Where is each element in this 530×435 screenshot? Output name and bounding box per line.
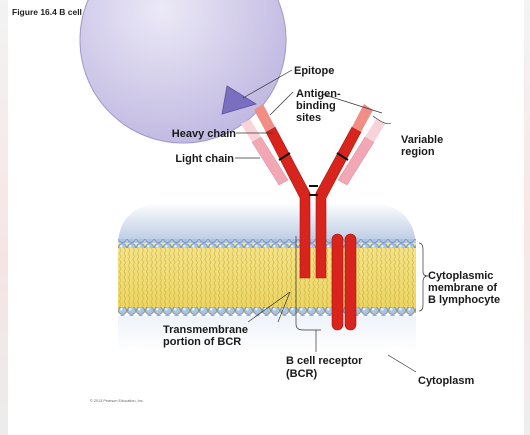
variable-region-label-1: Variable bbox=[401, 134, 443, 146]
bcr-label-1: B cell receptor bbox=[286, 355, 363, 367]
antigen-binding-label-3: sites bbox=[296, 112, 321, 124]
leader-lines bbox=[235, 69, 429, 373]
copyright-notice: © 2013 Pearson Education, Inc. bbox=[90, 399, 144, 403]
variable-heavy-right bbox=[352, 104, 373, 132]
variable-light-left bbox=[241, 119, 261, 142]
variable-light-right bbox=[365, 119, 385, 142]
variable-heavy-left bbox=[254, 104, 275, 132]
left-edge-shadow bbox=[0, 0, 8, 435]
right-edge-shadow bbox=[524, 0, 530, 435]
bcr-label-2: (BCR) bbox=[286, 368, 317, 380]
b-cell-receptor bbox=[241, 104, 385, 279]
disulfide-bond bbox=[278, 152, 291, 161]
epitope bbox=[221, 85, 257, 115]
antigen-binding-label-2: binding bbox=[296, 100, 336, 112]
cytoplasm-label: Cytoplasm bbox=[418, 375, 474, 387]
membrane-label-2: membrane of bbox=[428, 282, 497, 294]
figure-title: Figure 16.4 B cell receptor (BCR) bbox=[12, 7, 145, 17]
epitope-label: Epitope bbox=[294, 65, 334, 77]
antigen-binding-label-1: Antigen- bbox=[296, 88, 341, 100]
heavy-chain-label: Heavy chain bbox=[172, 128, 236, 140]
extracellular-surface bbox=[118, 202, 416, 243]
antigen bbox=[79, 0, 287, 144]
outer-phospholipid-heads bbox=[118, 239, 416, 248]
inner-phospholipid-heads bbox=[118, 307, 416, 316]
light-chain-left bbox=[251, 136, 289, 186]
transmembrane-rods bbox=[331, 233, 357, 331]
transmembrane-label-1: Transmembrane bbox=[163, 324, 248, 336]
light-chain-label: Light chain bbox=[175, 153, 234, 165]
variable-region-label-2: region bbox=[401, 146, 435, 158]
membrane-label-3: B lymphocyte bbox=[428, 294, 500, 306]
membrane-label-1: Cytoplasmic bbox=[428, 270, 493, 282]
transmembrane-label-2: portion of BCR bbox=[163, 336, 241, 348]
disulfide-bond bbox=[336, 152, 349, 161]
